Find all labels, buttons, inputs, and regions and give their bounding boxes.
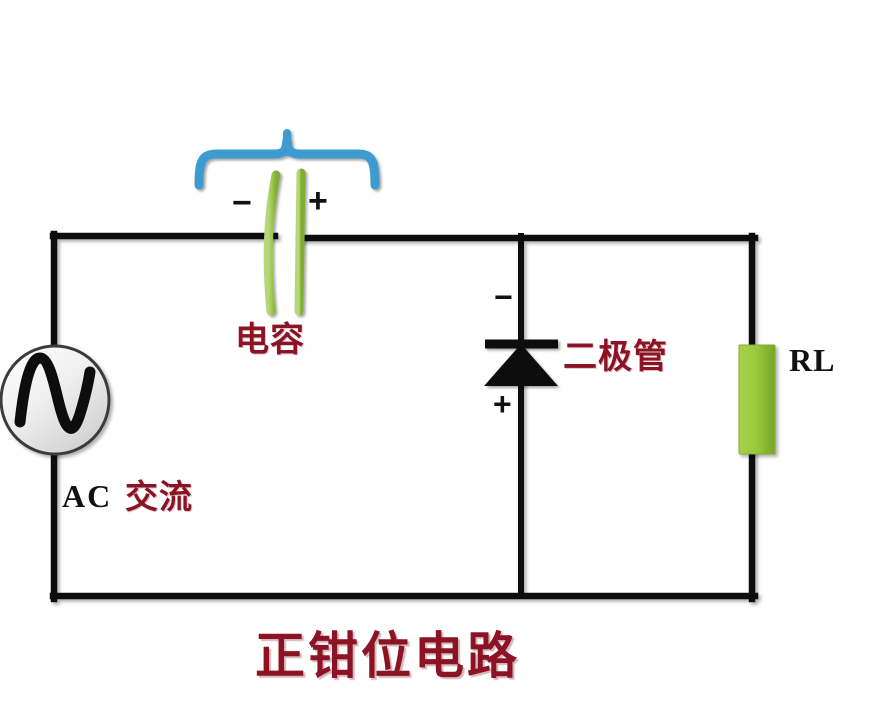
capacitor-symbol [263, 168, 306, 316]
resistor-label: RL [789, 342, 836, 378]
resistor-symbol [738, 344, 776, 455]
ac-source-label-en: AC [62, 478, 113, 514]
capacitor-label: 电容 [235, 320, 305, 360]
sine-wave-icon [14, 352, 96, 434]
diode-plus-sign: + [493, 386, 512, 422]
capacitor-brace-icon [194, 129, 380, 190]
capacitor-plus-sign: + [308, 182, 328, 220]
diode-symbol [484, 339, 558, 386]
ac-source-label-cn: 交流 [125, 477, 193, 516]
diode-minus-sign: − [494, 279, 513, 315]
ac-source-symbol [0, 344, 111, 456]
diode-label: 二极管 [563, 337, 668, 377]
diagram-title: 正钳位电路 [255, 627, 520, 685]
diode-triangle [484, 344, 558, 386]
capacitor-plate-left [263, 170, 281, 316]
capacitor-minus-sign: − [232, 184, 252, 222]
capacitor-plate-right [294, 168, 306, 316]
circuit-wires [49, 230, 759, 603]
